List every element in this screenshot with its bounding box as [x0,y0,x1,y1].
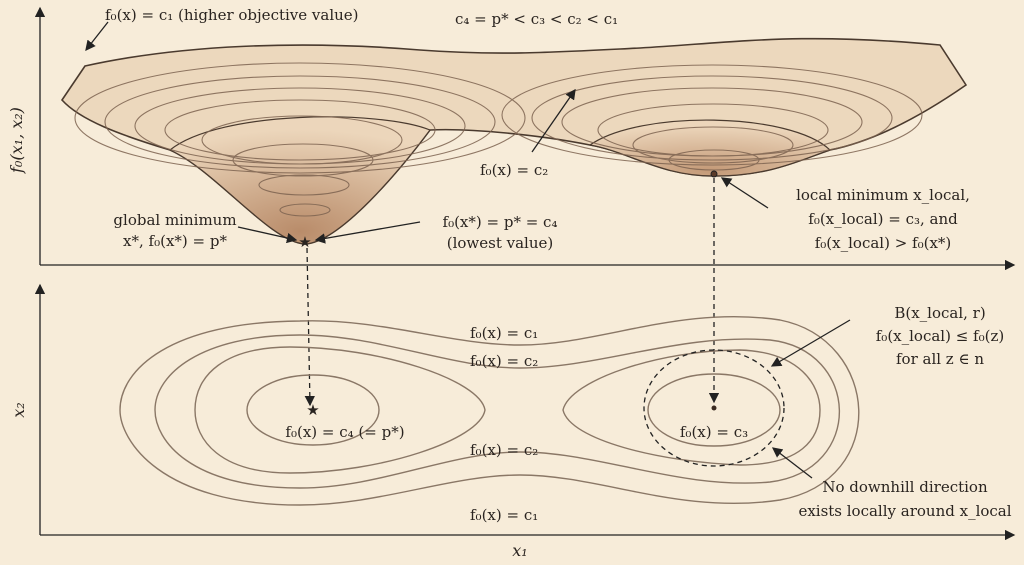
ball-line3: for all z ∈ n [896,350,984,368]
ball-line2: f₀(x_local) ≤ f₀(z) [876,327,1004,345]
local-min-line3: f₀(x_local) > f₀(x*) [815,234,952,252]
global-min-star-icon-2d: ★ [306,401,319,419]
label-c1-upper: f₀(x) = c₁ [470,324,538,342]
contour-plot [119,315,860,506]
lowest-line1: f₀(x*) = p* = c₄ [443,213,558,231]
arrow-global-min [237,226,298,244]
label-c1-top: f₀(x) = c₁ (higher objective value) [105,6,359,24]
arrow-ball [770,319,851,367]
arrow-c1 [85,21,109,52]
contour-c2 [154,334,841,489]
local-min-dot-2d [711,405,717,411]
note-line2: exists locally around x_local [798,502,1011,520]
contour-right-inner [562,349,821,466]
label-c2-upper: f₀(x) = c₂ [470,352,538,370]
arrow-note [771,447,813,479]
projection-global [304,247,316,407]
local-min-dot [710,170,718,178]
contour-c1 [119,315,860,506]
local-min-line2: f₀(x_local) = c₃, and [808,210,958,228]
contour-c4 [246,374,380,446]
ordering-label: c₄ = p* < c₃ < c₂ < c₁ [455,10,618,28]
contour-left-inner [194,346,486,474]
top-y-axis-label: f₀(x₁, x₂) [7,107,26,174]
label-c4: f₀(x) = c₄ (= p*) [285,423,404,441]
arrow-c2 [531,88,576,153]
bottom-x-axis-label: x₁ [512,541,527,560]
objective-surface [60,37,968,245]
arrow-lowest [314,221,421,244]
global-min-star-icon: ★ [298,233,311,251]
ball-neighborhood [643,349,785,467]
global-min-line1: global minimum [113,211,236,229]
global-min-line2: x*, f₀(x*) = p* [123,232,227,250]
label-c3: f₀(x) = c₃ [680,423,748,441]
lowest-line2: (lowest value) [447,234,554,252]
arrow-local-min [720,177,769,209]
label-c2-top: f₀(x) = c₂ [480,161,548,179]
label-c2-lower: f₀(x) = c₂ [470,441,538,459]
contour-c3 [647,373,781,447]
ball-line1: B(x_local, r) [894,304,985,322]
note-line1: No downhill direction [822,478,988,496]
local-min-line1: local minimum x_local, [796,186,970,204]
label-c1-lower: f₀(x) = c₁ [470,506,538,524]
bottom-y-axis-label: x₂ [9,402,28,417]
